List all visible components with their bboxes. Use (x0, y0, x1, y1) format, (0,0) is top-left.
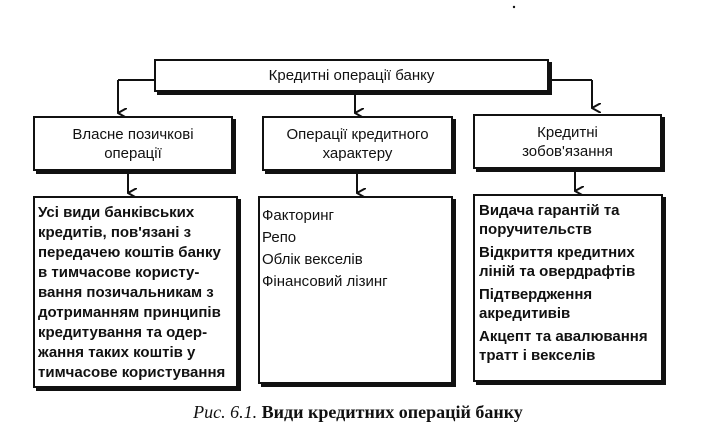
root-title: Кредитні операції банку (268, 67, 435, 84)
figure-caption-text: Види кредитних операцій банку (261, 402, 523, 422)
detail-box-credit-type-operations: Факторинг Репо Облік векселів Фінансовий… (258, 196, 453, 384)
detail-line: Облік векселів (262, 251, 363, 268)
header-line: операції (104, 144, 162, 162)
header-box-own-loan-operations: Власне позичкові операції (33, 116, 233, 171)
detail-line: кредитів, пов'язані з (38, 224, 192, 241)
detail-line: тимчасове користування (38, 364, 226, 381)
detail-line: тратт і векселів (479, 347, 596, 364)
stray-dot-top (512, 5, 516, 9)
detail-line: Фінансовий лізинг (262, 273, 388, 290)
header-box-credit-type-operations: Операції кредитного характеру (262, 116, 453, 171)
header-line: Операції кредитного (286, 125, 429, 143)
detail-line: Усі види банківських (38, 204, 195, 221)
detail-line: Видача гарантій та (479, 202, 620, 219)
detail-line: передачею коштів банку (38, 244, 221, 261)
detail-line: Відкриття кредитних (479, 244, 635, 261)
detail-line: акредитивів (479, 305, 571, 322)
header-line: характеру (322, 144, 393, 162)
detail-line: поручительств (479, 221, 592, 238)
detail-line: Акцепт та авалювання (479, 328, 648, 345)
detail-line: в тимчасове користу- (38, 264, 200, 281)
header-line: зобов'язання (522, 142, 613, 160)
detail-box-own-loan-operations: Усі види банківських кредитів, пов'язані… (33, 196, 238, 388)
header-box-credit-obligations: Кредитні зобов'язання (473, 114, 662, 169)
detail-line: жання таких коштів у (38, 344, 196, 361)
detail-line: Репо (262, 229, 297, 246)
header-line: Кредитні (537, 123, 598, 141)
detail-line: дотриманням принципів (38, 304, 221, 321)
figure-caption: Рис. 6.1. Види кредитних операцій банку (0, 402, 716, 423)
detail-line: вання позичальникам з (38, 284, 214, 301)
detail-line: Підтвердження (479, 286, 593, 303)
header-line: Власне позичкові (72, 125, 194, 143)
figure-number: Рис. 6.1. (193, 402, 258, 422)
detail-box-credit-obligations: Видача гарантій та поручительств Відкрит… (473, 194, 663, 382)
detail-line: ліній та овердрафтів (479, 263, 636, 280)
detail-line: кредитування та одер- (38, 324, 208, 341)
detail-line: Факторинг (262, 207, 334, 224)
root-box: Кредитні операції банку (154, 59, 549, 92)
